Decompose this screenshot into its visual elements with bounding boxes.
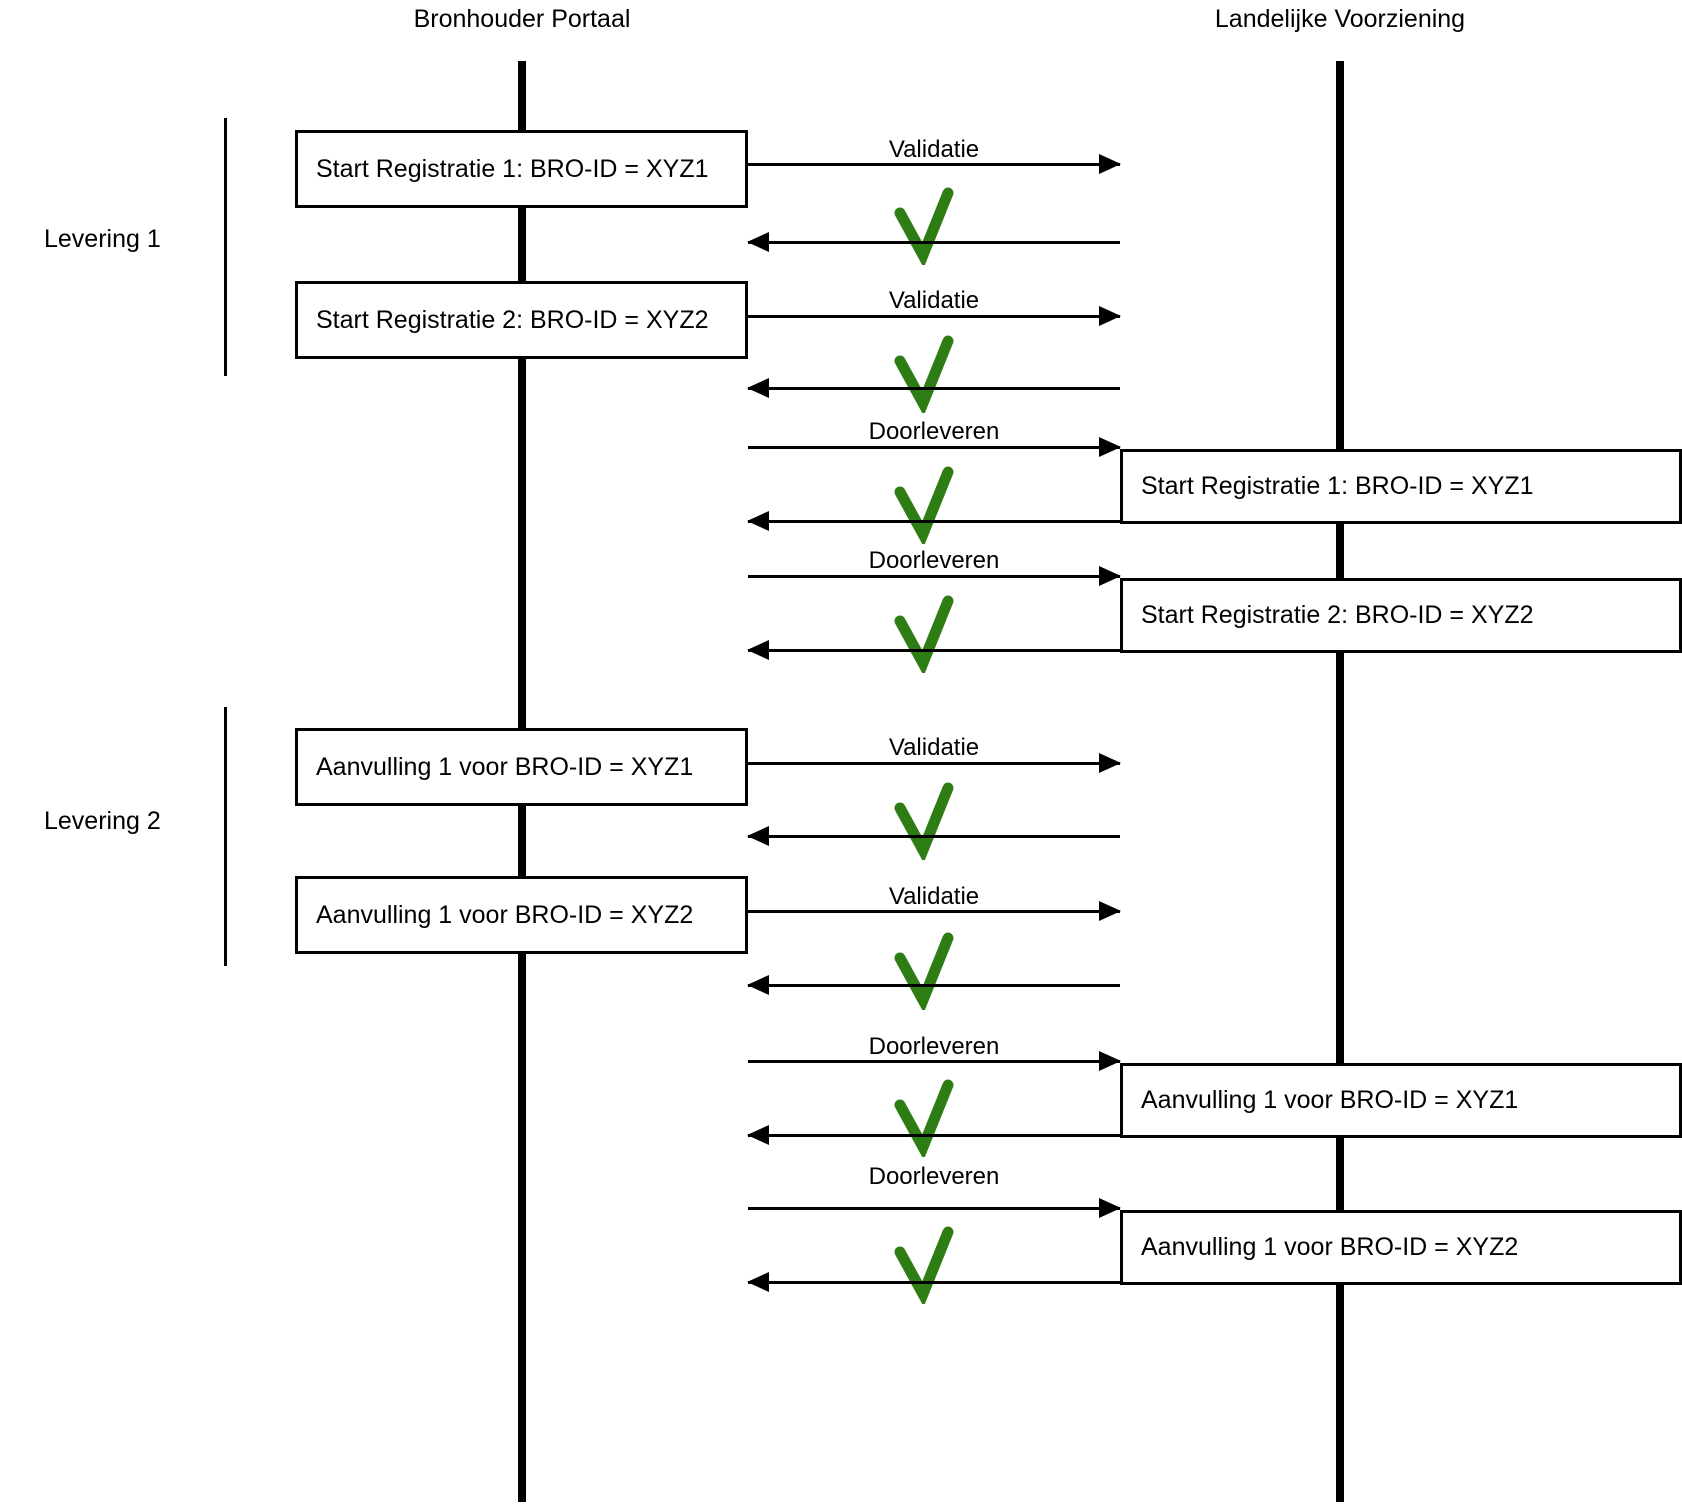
arrowhead-right-icon	[1099, 1198, 1121, 1218]
arrowhead-left-icon	[747, 232, 769, 252]
message-arrow-validatie-2[interactable]	[748, 306, 1121, 326]
right-message-box-4-label: Aanvulling 1 voor BRO-ID = XYZ2	[1141, 1233, 1519, 1261]
left-message-box-4[interactable]: Aanvulling 1 voor BRO-ID = XYZ2	[295, 876, 748, 954]
message-label-doorleveren-1: Doorleveren	[868, 418, 1000, 445]
message-arrow-validatie-3[interactable]	[748, 753, 1121, 773]
arrowhead-left-icon	[747, 640, 769, 660]
return-arrow-doorleveren-3[interactable]	[747, 1125, 1120, 1145]
message-arrow-validatie-1[interactable]	[748, 154, 1121, 174]
message-label-doorleveren-3: Doorleveren	[868, 1033, 1000, 1060]
message-arrow-doorleveren-2[interactable]	[748, 566, 1121, 586]
group-label-levering-1: Levering 1	[44, 225, 161, 253]
arrowhead-left-icon	[747, 378, 769, 398]
arrowhead-right-icon	[1099, 566, 1121, 586]
arrowhead-left-icon	[747, 975, 769, 995]
message-arrow-doorleveren-4[interactable]	[748, 1198, 1121, 1218]
message-label-validatie-2: Validatie	[888, 287, 980, 314]
group-bracket-levering-1	[224, 118, 227, 376]
green-check-icon	[890, 1224, 960, 1304]
left-message-box-2[interactable]: Start Registratie 2: BRO-ID = XYZ2	[295, 281, 748, 359]
arrowhead-right-icon	[1099, 437, 1121, 457]
right-message-box-2[interactable]: Start Registratie 2: BRO-ID = XYZ2	[1120, 578, 1682, 653]
message-label-validatie-4: Validatie	[888, 883, 980, 910]
arrowhead-right-icon	[1099, 1051, 1121, 1071]
group-label-levering-2: Levering 2	[44, 807, 161, 835]
message-label-doorleveren-4: Doorleveren	[868, 1163, 1000, 1190]
return-arrow-validatie-3[interactable]	[747, 826, 1120, 846]
arrowhead-right-icon	[1099, 154, 1121, 174]
arrowhead-left-icon	[747, 1125, 769, 1145]
left-message-box-1-label: Start Registratie 1: BRO-ID = XYZ1	[316, 154, 709, 183]
return-arrow-doorleveren-2[interactable]	[747, 640, 1120, 660]
message-arrow-doorleveren-1[interactable]	[748, 437, 1121, 457]
left-message-box-1[interactable]: Start Registratie 1: BRO-ID = XYZ1	[295, 130, 748, 208]
lifeline-header-bronhouder-portaal: Bronhouder Portaal	[413, 5, 631, 33]
group-bracket-levering-2	[224, 707, 227, 966]
left-message-box-3-label: Aanvulling 1 voor BRO-ID = XYZ1	[316, 752, 694, 781]
message-arrow-doorleveren-3[interactable]	[748, 1051, 1121, 1071]
arrowhead-left-icon	[747, 826, 769, 846]
return-arrow-doorleveren-1[interactable]	[747, 511, 1120, 531]
lifeline-landelijke-voorziening	[1336, 61, 1344, 1502]
arrowhead-right-icon	[1099, 753, 1121, 773]
arrowhead-left-icon	[747, 1272, 769, 1292]
left-message-box-4-label: Aanvulling 1 voor BRO-ID = XYZ2	[316, 900, 694, 929]
right-message-box-3[interactable]: Aanvulling 1 voor BRO-ID = XYZ1	[1120, 1063, 1682, 1138]
green-check-icon	[890, 780, 960, 860]
right-message-box-3-label: Aanvulling 1 voor BRO-ID = XYZ1	[1141, 1086, 1519, 1114]
green-check-icon	[890, 1077, 960, 1157]
left-message-box-3[interactable]: Aanvulling 1 voor BRO-ID = XYZ1	[295, 728, 748, 806]
right-message-box-1[interactable]: Start Registratie 1: BRO-ID = XYZ1	[1120, 449, 1682, 524]
message-label-doorleveren-2: Doorleveren	[868, 547, 1000, 574]
return-arrow-validatie-2[interactable]	[747, 378, 1120, 398]
green-check-icon	[890, 464, 960, 544]
green-check-icon	[890, 930, 960, 1010]
return-arrow-validatie-1[interactable]	[747, 232, 1120, 252]
green-check-icon	[890, 185, 960, 265]
return-arrow-doorleveren-4[interactable]	[747, 1272, 1120, 1292]
lifeline-header-landelijke-voorziening: Landelijke Voorziening	[1214, 5, 1466, 33]
return-arrow-validatie-4[interactable]	[747, 975, 1120, 995]
left-message-box-2-label: Start Registratie 2: BRO-ID = XYZ2	[316, 305, 709, 334]
arrowhead-left-icon	[747, 511, 769, 531]
right-message-box-4[interactable]: Aanvulling 1 voor BRO-ID = XYZ2	[1120, 1210, 1682, 1285]
right-message-box-2-label: Start Registratie 2: BRO-ID = XYZ2	[1141, 601, 1534, 629]
green-check-icon	[890, 593, 960, 673]
green-check-icon	[890, 333, 960, 413]
arrowhead-right-icon	[1099, 306, 1121, 326]
message-label-validatie-1: Validatie	[888, 136, 980, 163]
arrowhead-right-icon	[1099, 901, 1121, 921]
message-arrow-validatie-4[interactable]	[748, 901, 1121, 921]
right-message-box-1-label: Start Registratie 1: BRO-ID = XYZ1	[1141, 472, 1534, 500]
message-label-validatie-3: Validatie	[888, 734, 980, 761]
